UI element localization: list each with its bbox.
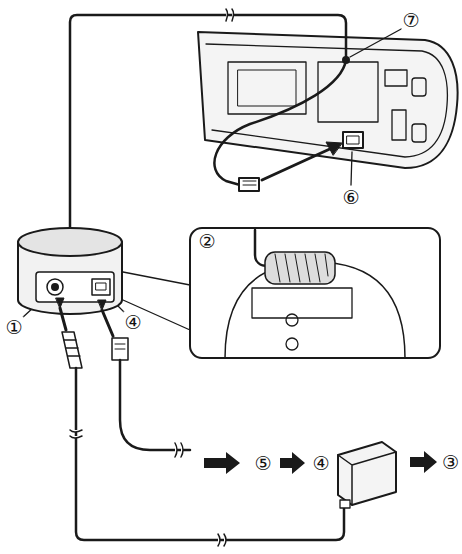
base-cable xyxy=(70,15,349,232)
base-unit xyxy=(36,272,114,302)
ac-adapter xyxy=(338,442,396,508)
leader-line xyxy=(351,152,352,185)
detail-inset xyxy=(265,252,335,284)
break-mark xyxy=(226,9,234,21)
adapter-cable xyxy=(64,340,80,356)
detail-inset xyxy=(275,254,328,282)
unit-housing xyxy=(392,110,406,140)
adapter-cable xyxy=(56,298,64,308)
base-unit xyxy=(92,279,110,295)
modular-jack xyxy=(347,136,359,144)
unit-housing xyxy=(412,78,426,96)
base-unit xyxy=(47,279,63,295)
base-unit xyxy=(52,284,58,290)
adapter-cable xyxy=(218,534,226,546)
detail-inset xyxy=(286,314,298,326)
insert-arrow xyxy=(326,142,342,155)
base-cable xyxy=(214,60,346,185)
base-cable xyxy=(343,57,349,63)
unit-housing xyxy=(385,70,407,86)
direction-arrow xyxy=(280,452,305,474)
unit-housing xyxy=(198,32,458,168)
base-unit xyxy=(18,228,122,256)
base-cable xyxy=(70,15,346,232)
direction-arrow xyxy=(204,451,437,474)
break-mark xyxy=(226,9,234,21)
ac-adapter xyxy=(338,442,396,505)
callout-number: ① xyxy=(4,317,23,338)
insert-arrow xyxy=(262,148,332,180)
detail-inset xyxy=(190,228,440,358)
base-unit xyxy=(18,228,122,314)
telephone-cord xyxy=(98,300,106,310)
unit-housing xyxy=(412,124,426,142)
telephone-cord xyxy=(115,344,125,349)
direction-arrow xyxy=(204,452,240,474)
adapter-cable xyxy=(76,368,344,540)
callout-number: ③ xyxy=(441,452,460,473)
base-cable xyxy=(243,181,256,185)
callout-number: ⑦ xyxy=(401,10,420,31)
telephone-cord xyxy=(120,360,190,450)
base-cable xyxy=(239,178,259,191)
modular-jack xyxy=(343,132,363,148)
ac-adapter xyxy=(338,452,396,505)
unit-housing xyxy=(198,32,458,168)
callout-number: ⑥ xyxy=(341,187,360,208)
detail-inset xyxy=(123,228,440,358)
telephone-cord xyxy=(112,338,128,360)
callout-number: ④ xyxy=(311,453,330,474)
callout-number: ② xyxy=(197,231,216,252)
ac-adapter xyxy=(340,500,350,508)
detail-inset xyxy=(286,338,298,350)
unit-housing xyxy=(206,44,447,157)
telephone-cord xyxy=(102,310,113,336)
modular-jack xyxy=(343,132,363,148)
adapter-cable xyxy=(60,308,66,330)
unit-housing xyxy=(318,62,378,122)
callout-number: ⑤ xyxy=(253,453,272,474)
base-unit xyxy=(96,283,106,290)
callout-number: ④ xyxy=(123,312,142,333)
detail-inset xyxy=(252,288,352,318)
insert-arrow xyxy=(262,142,342,180)
unit-housing xyxy=(238,70,296,106)
telephone-cord xyxy=(98,300,190,457)
detail-inset xyxy=(123,272,190,285)
adapter-cable xyxy=(56,298,344,546)
leader-line xyxy=(350,28,403,57)
adapter-cable xyxy=(62,332,82,368)
adapter-cable xyxy=(70,430,82,438)
telephone-cord xyxy=(175,443,183,457)
direction-arrow xyxy=(410,451,437,473)
